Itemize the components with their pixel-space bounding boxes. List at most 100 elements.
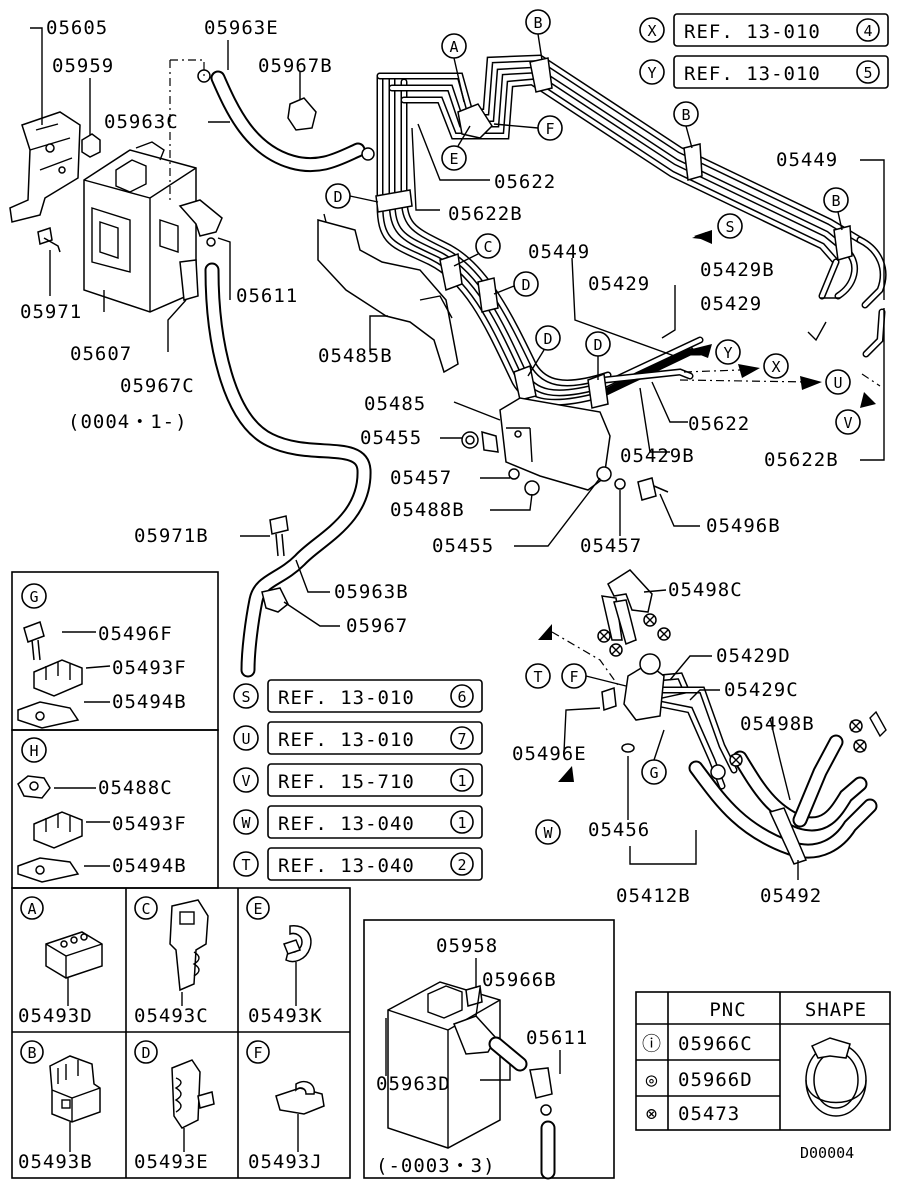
pnc-value-1: 05966C [678, 1033, 753, 1055]
inset-frame [363, 919, 615, 1179]
callout-V[interactable]: V [835, 409, 861, 435]
label-05963C: 05963C [104, 111, 179, 133]
svg-text:REF. 13-010: REF. 13-010 [278, 729, 415, 751]
pnc-symbol-1: ⓘ [642, 1033, 662, 1055]
ref-row-U[interactable]: U REF. 13-010 7 [233, 721, 483, 755]
ref-row-W[interactable]: W REF. 13-040 1 [233, 805, 483, 839]
svg-text:E: E [449, 150, 458, 168]
label-05457-b: 05457 [580, 535, 642, 557]
callout-X[interactable]: X [763, 353, 789, 379]
ref-callout-X[interactable]: X REF. 13-010 4 [639, 13, 889, 47]
ref-row-T[interactable]: T REF. 13-040 2 [233, 847, 483, 881]
label-05967B: 05967B [258, 55, 333, 77]
callout-D-c: D [535, 325, 561, 351]
callout-G-lower: G [641, 759, 667, 785]
drawing-id: D00004 [800, 1144, 854, 1162]
pnc-value-3: 05473 [678, 1103, 740, 1125]
callout-Y[interactable]: Y [715, 339, 741, 365]
label-05429-right: 05429 [700, 293, 762, 315]
label-05429B-right: 05429B [700, 259, 775, 281]
pnc-table: PNC SHAPE ⓘ 05966C ◎ 05966D ⊗ 05473 [635, 991, 891, 1131]
svg-text:1: 1 [457, 814, 466, 832]
svg-text:1: 1 [457, 772, 466, 790]
svg-text:REF. 13-040: REF. 13-040 [278, 855, 415, 877]
label-05967C: 05967C [120, 375, 195, 397]
fuel-lines-group [317, 54, 887, 501]
svg-text:Y: Y [647, 64, 656, 82]
label-05963B: 05963B [334, 581, 409, 603]
svg-text:E: E [253, 900, 262, 918]
svg-text:U: U [833, 374, 842, 392]
detail-H-item-2: 05493F [112, 813, 187, 835]
pnc-header: PNC [709, 999, 746, 1021]
svg-text:F: F [253, 1044, 262, 1062]
callout-D-b: D [513, 271, 539, 297]
svg-text:REF. 15-710: REF. 15-710 [278, 771, 415, 793]
callout-D-d: D [585, 331, 611, 357]
label-05622B: 05622B [448, 203, 523, 225]
svg-text:D: D [141, 1044, 150, 1062]
label-05456: 05456 [588, 819, 650, 841]
label-05496B: 05496B [706, 515, 781, 537]
label-05429-center: 05429 [588, 273, 650, 295]
clip-part-E: 05493K [248, 1005, 323, 1027]
label-05611: 05611 [236, 285, 298, 307]
callout-E-top: E [441, 145, 467, 171]
svg-text:H: H [29, 742, 38, 760]
detail-H-item-1: 05488C [98, 777, 173, 799]
clamp-shape-icon [805, 1037, 867, 1117]
detail-H: H 05488C 05493F 05494B [11, 729, 219, 889]
label-05498C: 05498C [668, 579, 743, 601]
svg-text:T: T [533, 668, 542, 686]
clip-part-B: 05493B [18, 1151, 93, 1173]
label-05429D: 05429D [716, 645, 791, 667]
label-05496E: 05496E [512, 743, 587, 765]
svg-text:5: 5 [863, 64, 872, 82]
inset-group [363, 919, 615, 1180]
svg-text:V: V [241, 772, 250, 790]
callout-B-top: B [525, 9, 551, 35]
svg-text:B: B [27, 1044, 36, 1062]
label-05429B-lower: 05429B [620, 445, 695, 467]
detail-G: G 05496F 05493F 05494B [11, 571, 219, 731]
canister-05607 [83, 149, 197, 313]
label-05498B: 05498B [740, 713, 815, 735]
pnc-symbol-2: ◎ [646, 1069, 658, 1091]
callout-W[interactable]: W [535, 819, 561, 845]
canister-group [9, 59, 375, 678]
callout-D-a: D [325, 183, 351, 209]
callout-U[interactable]: U [825, 369, 851, 395]
label-05622B-lower: 05622B [764, 449, 839, 471]
clamp-05967 [261, 587, 289, 613]
ref-row-S[interactable]: S REF. 13-010 6 [233, 679, 483, 713]
callout-S[interactable]: S [717, 213, 743, 239]
nut-05959 [81, 133, 101, 158]
svg-text:Y: Y [723, 344, 732, 362]
clip-part-A: 05493D [18, 1005, 93, 1027]
svg-text:C: C [483, 238, 492, 256]
svg-text:F: F [569, 668, 578, 686]
svg-text:A: A [27, 900, 36, 918]
ref-row-V[interactable]: V REF. 15-710 1 [233, 763, 483, 797]
label-05455-a: 05455 [360, 427, 422, 449]
detail-G-item-1: 05496F [98, 623, 173, 645]
label-05412B: 05412B [616, 885, 691, 907]
clip-grid: A 05493D C 05493C E 05493K B [11, 887, 351, 1179]
inset-labels: 05958 05966B 05611 05963D (-0003・3) [376, 935, 588, 1177]
inset-label-05611: 05611 [526, 1027, 588, 1049]
bracket-05485B [317, 219, 459, 374]
clip-05967C [179, 259, 199, 301]
svg-text:B: B [831, 192, 840, 210]
svg-text:B: B [533, 14, 542, 32]
bracket-05605 [9, 111, 81, 223]
ref-callout-Y[interactable]: Y REF. 13-010 5 [639, 55, 889, 89]
pnc-value-2: 05966D [678, 1069, 753, 1091]
detail-H-item-3: 05494B [112, 855, 187, 877]
label-05622: 05622 [494, 171, 556, 193]
label-05967: 05967 [346, 615, 408, 637]
svg-text:U: U [241, 730, 250, 748]
callout-T[interactable]: T [525, 663, 551, 689]
clip-part-C: 05493C [134, 1005, 209, 1027]
svg-text:G: G [649, 764, 658, 782]
